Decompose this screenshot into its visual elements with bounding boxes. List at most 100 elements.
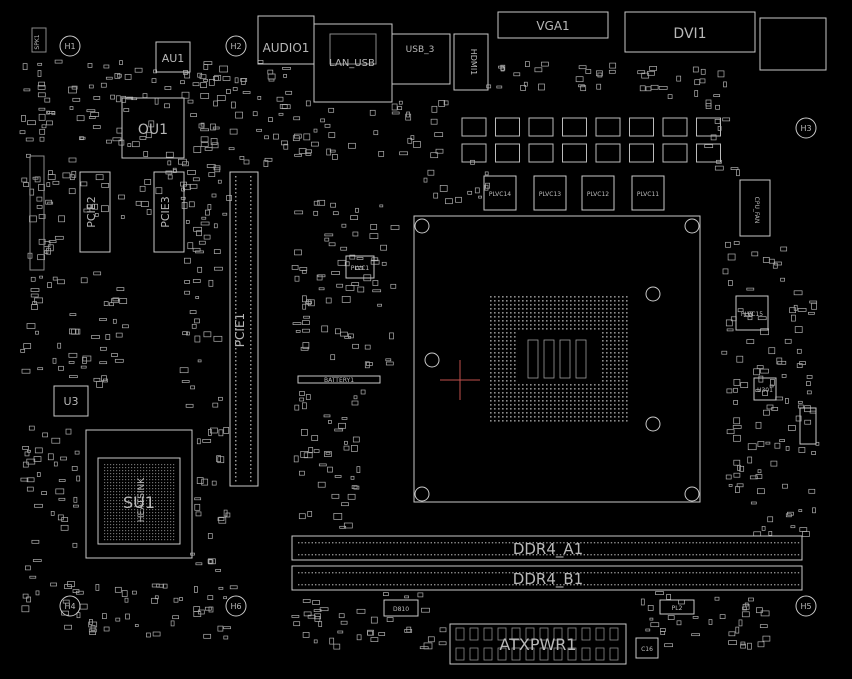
su1-ball xyxy=(167,512,169,514)
dimm-pin xyxy=(393,554,395,556)
cpu-pin xyxy=(534,392,536,394)
cpu-pin xyxy=(530,400,532,402)
smd-component xyxy=(110,94,115,100)
su1-ball xyxy=(155,497,157,499)
dimm-pin xyxy=(559,542,562,544)
smd-component xyxy=(281,104,291,110)
cpu-pin xyxy=(506,344,508,346)
pcie-pin xyxy=(250,376,252,378)
su1-ball xyxy=(164,485,166,487)
cpu-pin xyxy=(494,372,496,374)
dimm-pin xyxy=(546,572,548,574)
cpu-pin xyxy=(626,316,628,318)
dimm-pin xyxy=(403,584,405,586)
cpu-pin xyxy=(542,304,544,306)
cpu-pin xyxy=(566,312,568,314)
smd-component xyxy=(356,634,362,641)
cpu-pin xyxy=(490,404,492,406)
smd-component xyxy=(105,76,113,80)
dimm-pin xyxy=(434,542,436,544)
pcie-pin xyxy=(235,308,237,310)
cpu-pin xyxy=(574,396,576,398)
atx-pin xyxy=(455,627,465,641)
cpu-pin xyxy=(494,368,496,370)
dimm-pin xyxy=(726,542,728,544)
smd-component xyxy=(423,177,428,183)
cpu-pin xyxy=(622,388,624,390)
h4-label: H4 xyxy=(64,602,75,611)
dimm-pin xyxy=(406,554,409,556)
plvc15-choke xyxy=(735,295,769,331)
cpu-pin xyxy=(594,324,596,326)
su1-ball xyxy=(137,509,139,511)
cpu-pin xyxy=(510,384,512,386)
dimm-pin xyxy=(403,554,405,556)
su1-ball xyxy=(143,521,145,523)
pcie-pin xyxy=(250,288,252,290)
su1-ball xyxy=(161,491,163,493)
cpu-pin xyxy=(498,324,500,326)
cpu-pin xyxy=(522,296,524,298)
pcie-pin xyxy=(250,260,252,262)
cpu-pin xyxy=(586,416,588,418)
smd-component xyxy=(191,323,197,329)
cpu-pin xyxy=(550,404,552,406)
smd-component xyxy=(293,621,301,627)
dimm-pin xyxy=(661,542,664,544)
cpu-pin xyxy=(622,396,624,398)
dimm-pin xyxy=(777,542,779,544)
dimm-pin xyxy=(716,572,718,574)
su1-ball xyxy=(137,536,139,538)
smd-component xyxy=(770,460,778,467)
cpu-pin xyxy=(518,392,520,394)
pcie-pin xyxy=(250,228,252,230)
smd-component xyxy=(29,215,37,223)
su1-ball xyxy=(143,533,145,535)
dimm-pin xyxy=(787,584,789,586)
cpu-pin xyxy=(606,352,608,354)
smd-component xyxy=(285,90,293,95)
pcie-pin xyxy=(250,176,252,178)
smd-component xyxy=(32,176,39,180)
smd-component xyxy=(806,390,812,395)
dimm-pin xyxy=(406,572,409,574)
smd-component xyxy=(46,247,51,255)
smd-component xyxy=(478,195,482,199)
su1-ball xyxy=(143,530,145,532)
atx-pin xyxy=(581,627,591,641)
cpu-pin xyxy=(502,352,504,354)
dimm-pin xyxy=(706,542,708,544)
cpu-pin xyxy=(614,368,616,370)
dimm-pin xyxy=(423,554,426,556)
dimm-pin xyxy=(311,584,313,586)
dimm-pin xyxy=(488,554,490,556)
smd-component xyxy=(179,597,183,601)
dimm-pin xyxy=(542,554,545,556)
su1-ball xyxy=(128,479,130,481)
su1-ball xyxy=(134,503,136,505)
cpu-pin xyxy=(490,336,492,338)
smd-component xyxy=(405,113,412,121)
dimm-pin xyxy=(655,542,657,544)
cpu-pin xyxy=(598,408,600,410)
dimm-pin xyxy=(502,554,504,556)
cpu-pin xyxy=(622,324,624,326)
dimm-pin xyxy=(403,572,405,574)
su1-ball xyxy=(110,533,112,535)
su1-ball xyxy=(137,476,139,478)
dimm-pin xyxy=(437,554,439,556)
cpu-pin xyxy=(618,420,620,422)
cpu-pin xyxy=(494,300,496,302)
cpu-pin xyxy=(578,296,580,298)
pcie-pin xyxy=(235,256,237,258)
cpu-pin xyxy=(542,396,544,398)
cpu-pin xyxy=(610,420,612,422)
su1-ball xyxy=(116,485,118,487)
cpu-pin xyxy=(514,360,516,362)
dimm-pin xyxy=(719,542,721,544)
cpu-pin xyxy=(494,312,496,314)
su1-ball xyxy=(152,476,154,478)
dimm-pin xyxy=(498,572,500,574)
smd-component xyxy=(195,562,203,566)
cpu-pin xyxy=(550,420,552,422)
